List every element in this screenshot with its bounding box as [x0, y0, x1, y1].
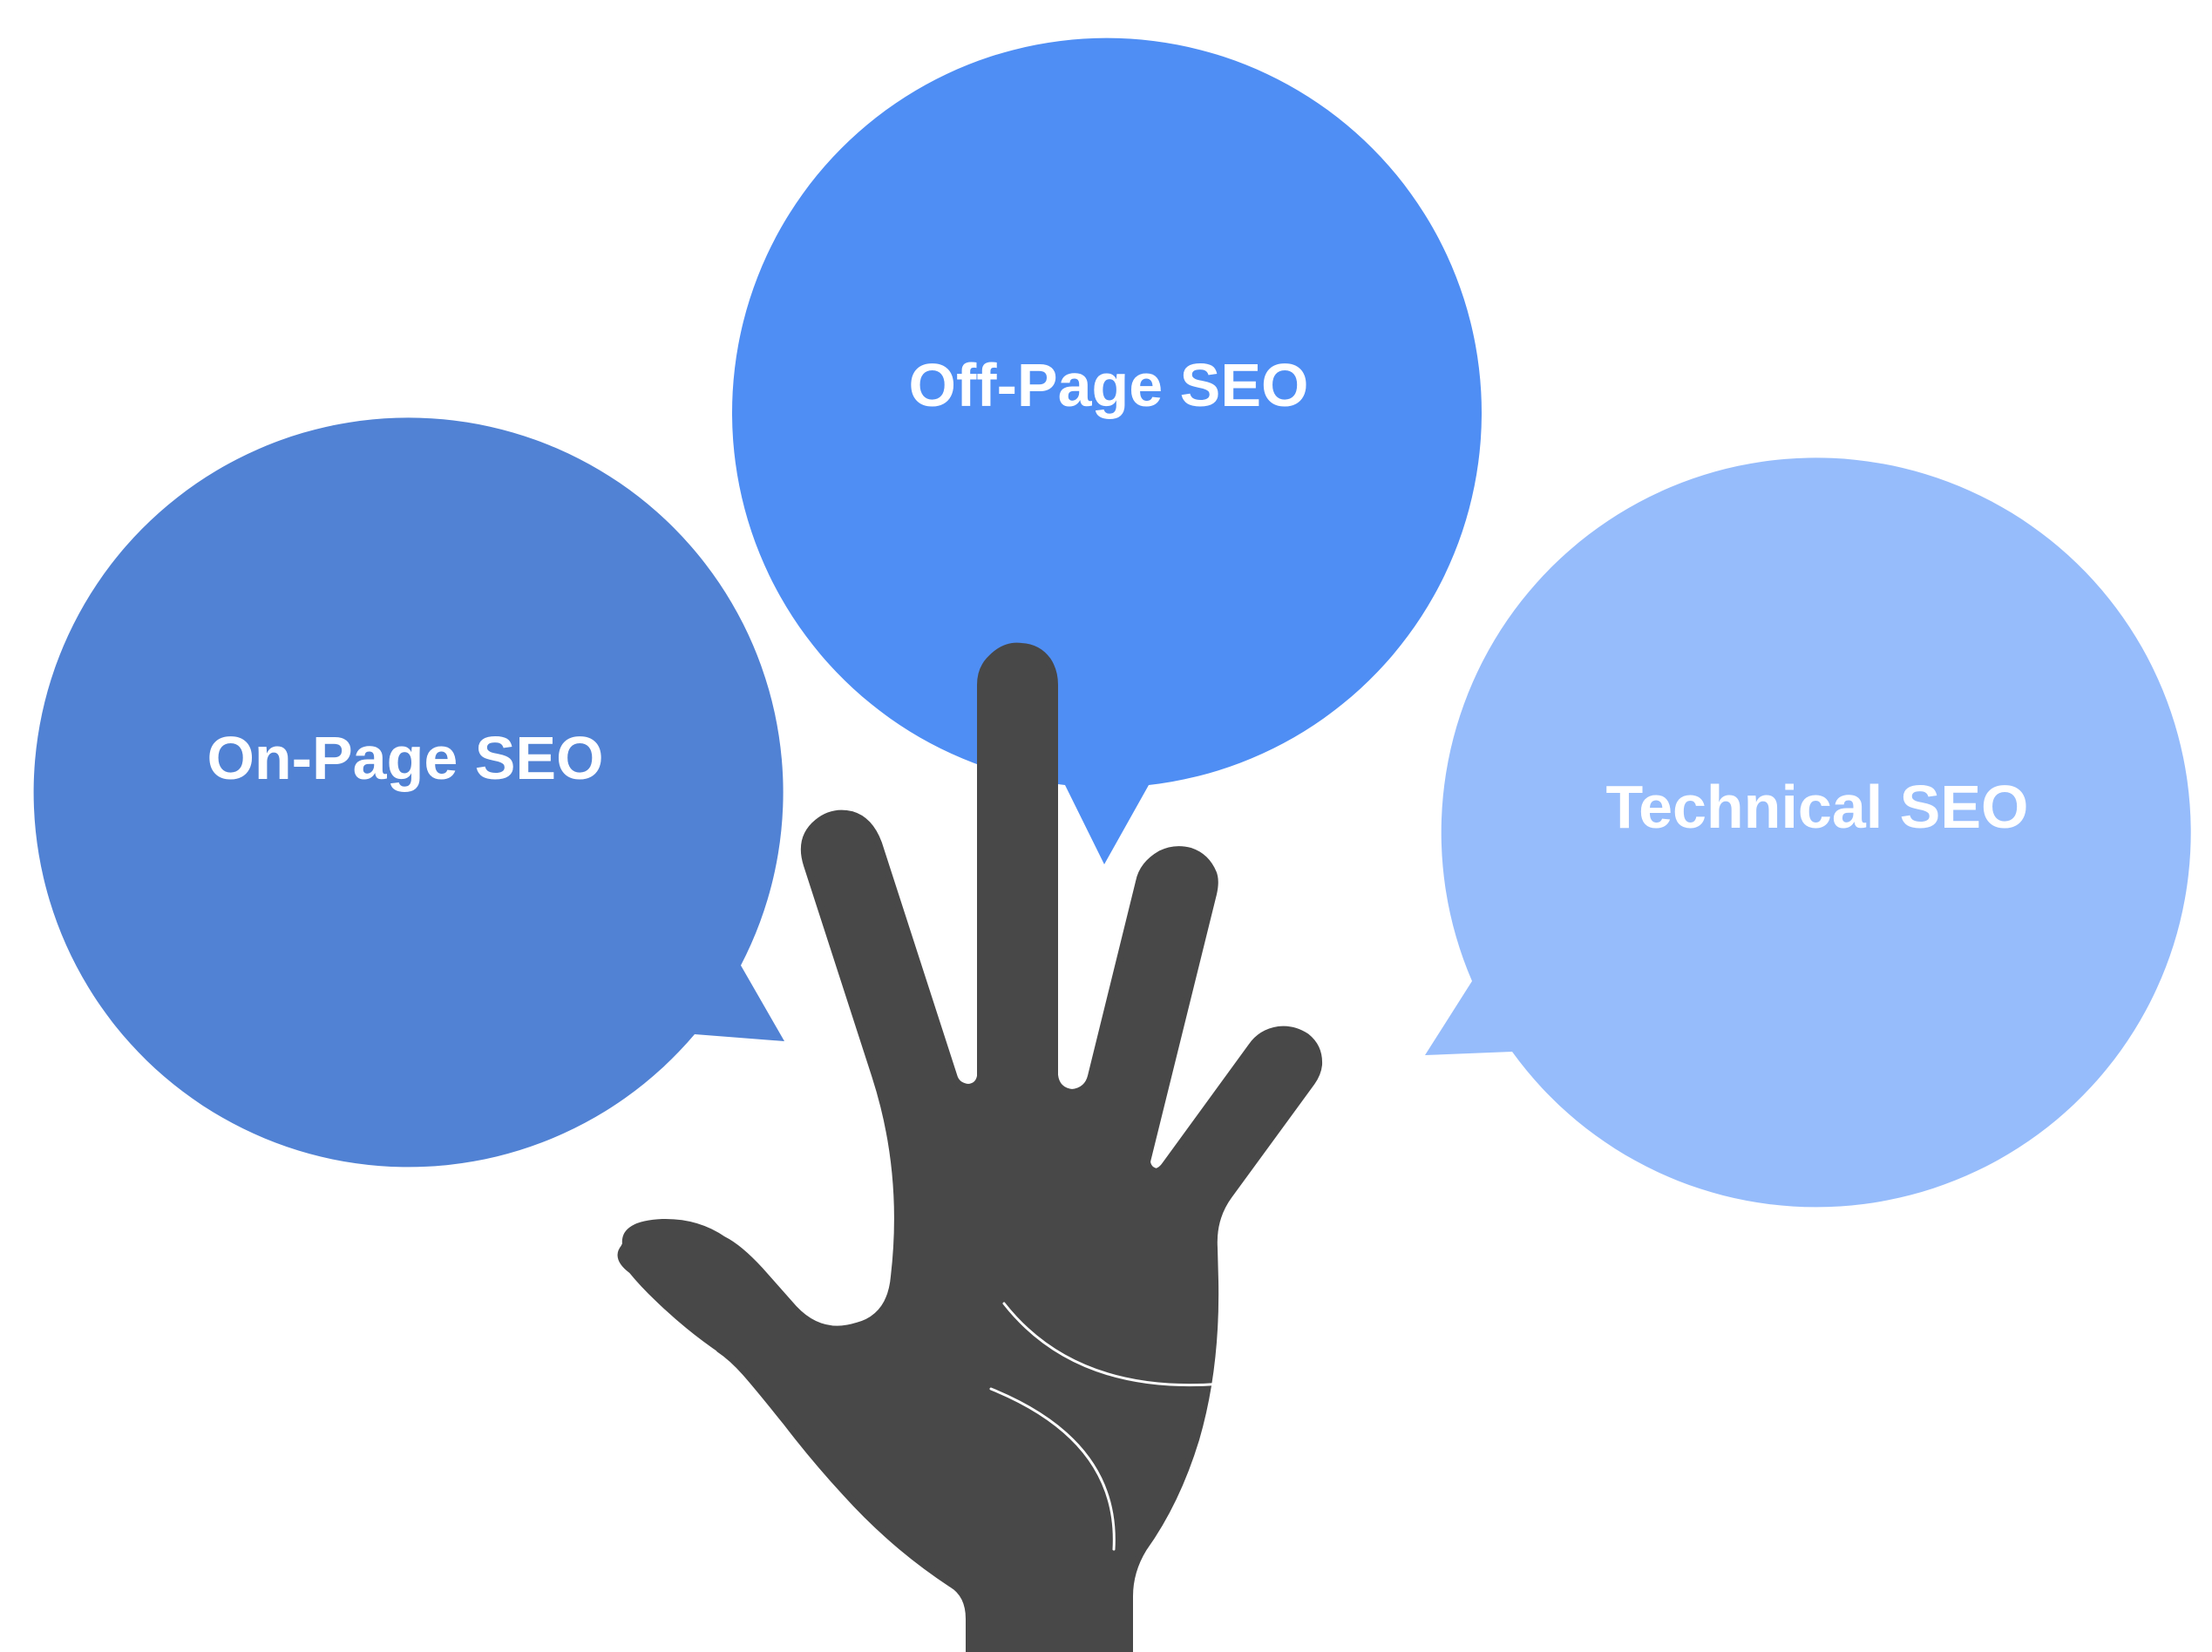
- bubble-on-page: On-Page SEO: [33, 417, 784, 1168]
- hand-shape: [617, 642, 1323, 1652]
- bubble-off-page-shape: [731, 37, 1482, 864]
- palm-line-heart: [1002, 1302, 1241, 1387]
- bubble-technical: Technical SEO: [1425, 457, 2191, 1208]
- bubble-on-page-shape: [33, 417, 784, 1168]
- bubble-off-page: Off-Page SEO: [731, 37, 1482, 864]
- hand-icon: [617, 642, 1323, 1652]
- bubble-on-page-label: On-Page SEO: [207, 724, 603, 792]
- palm-line-life: [989, 1387, 1116, 1551]
- bubble-technical-label: Technical SEO: [1606, 773, 2029, 841]
- bubble-technical-shape: [1425, 457, 2191, 1208]
- bubble-off-page-label: Off-Page SEO: [909, 351, 1309, 419]
